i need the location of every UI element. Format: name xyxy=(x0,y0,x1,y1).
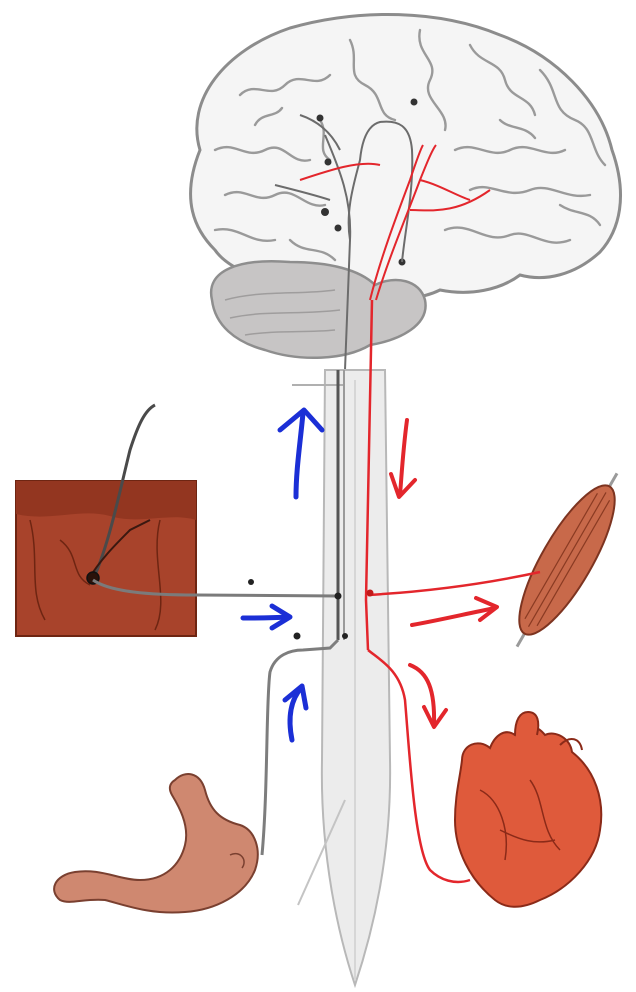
spinal-cord xyxy=(292,300,390,985)
brain-outline xyxy=(191,14,621,300)
efferent-arrow-right xyxy=(412,598,497,625)
afferent-arrow-right xyxy=(243,606,290,628)
afferent-arrows xyxy=(243,410,322,740)
dorsal-root-ganglion xyxy=(248,579,254,585)
afferent-arrow-up-1 xyxy=(280,410,322,497)
skin-block xyxy=(16,405,342,636)
skin-surface-layer xyxy=(16,481,196,520)
synapse-dot-2 xyxy=(294,633,301,640)
synapse-dot-3 xyxy=(342,633,348,639)
synapse-dot-1 xyxy=(335,593,342,600)
muscle xyxy=(495,461,636,659)
heart xyxy=(455,712,601,907)
stomach-body xyxy=(54,774,258,913)
tendon-bottom xyxy=(609,473,617,487)
efferent-arrow-down-1 xyxy=(391,420,415,497)
afferent-arrow-up-2 xyxy=(285,686,306,740)
motor-neuron-dot xyxy=(367,590,374,597)
efferent-arrow-down-2 xyxy=(410,665,446,727)
aorta xyxy=(515,712,538,735)
efferent-arrows xyxy=(391,420,497,727)
brain xyxy=(191,14,621,370)
stomach xyxy=(54,633,348,913)
heart-body xyxy=(455,726,601,906)
tendon-top xyxy=(517,633,525,647)
efferent-to-muscle-fiber xyxy=(368,572,540,595)
